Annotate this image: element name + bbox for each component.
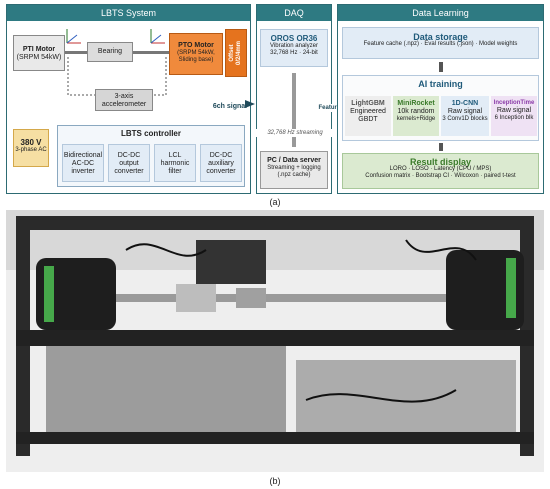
controller-box: LBTS controller Bidirectional AC-DC inve… <box>57 125 245 187</box>
conv1-line-a: Bidirectional <box>63 152 103 159</box>
test-bench-illustration <box>6 210 544 472</box>
result-box: Result display LORO · LOSO · Latency (CP… <box>342 153 539 189</box>
offset-text-2: 0/2/4mm <box>236 40 243 66</box>
m3-title: 1D-CNN <box>451 100 479 107</box>
conv3-line-b: harmonic <box>160 160 190 167</box>
signal-label: 6ch signal <box>212 103 248 110</box>
result-title: Result display <box>409 157 472 167</box>
test-bench-photo <box>6 210 544 472</box>
pc-box: PC / Data server Streaming + logging (.n… <box>260 151 328 189</box>
pto-motor-box: PTO Motor (SRPM 54kW, Sliding base) <box>169 33 223 75</box>
pto-motor-title: PTO Motor <box>178 42 214 49</box>
m3-line-a: Raw signal <box>447 108 483 115</box>
accel-line-2: accelerometer <box>101 101 147 108</box>
learning-panel: Data Learning Data storage Feature cache… <box>337 4 544 194</box>
learning-header: Data Learning <box>338 5 543 21</box>
daq-header: DAQ <box>257 5 331 21</box>
pti-motor-sub: (SRPM 54kW) <box>16 54 62 61</box>
conv3-line-c: filter <box>168 168 182 175</box>
pc-line-2: (.npz cache) <box>277 172 311 178</box>
sensor-axes-icon-2 <box>150 29 165 44</box>
conv3-line-a: LCL <box>168 152 182 159</box>
offset-box <box>225 29 247 77</box>
accel-line-1: 3-axis <box>114 93 134 100</box>
conv1-line-c: inverter <box>71 168 95 175</box>
m4-line-b: 6 Inception blk <box>494 115 534 121</box>
pti-motor-box: PTI Motor (SRPM 54kW) <box>13 35 65 71</box>
controller-title: LBTS controller <box>120 129 181 138</box>
result-arrow <box>439 143 443 151</box>
daq-panel: DAQ OROS OR36 Vibration analyzer 32,768 … <box>255 4 335 194</box>
storage-sub: Feature cache (.npz) · Eval results (.js… <box>363 41 518 47</box>
signal-arrow-icon <box>245 100 255 108</box>
converter-1: Bidirectional AC-DC inverter <box>62 144 104 182</box>
m4-title: InceptionTime <box>493 100 535 106</box>
lbts-header: LBTS System <box>7 5 250 21</box>
offset-label: Offset 0/2/4mm <box>225 29 247 77</box>
features-label: Features <box>316 104 346 112</box>
figure-label-b: (b) <box>269 476 281 486</box>
voltage-type: 3-phase AC <box>15 147 47 153</box>
pc-line-1: Streaming + logging <box>267 165 321 171</box>
storage-arrow <box>439 62 443 72</box>
converter-2: DC-DC output converter <box>108 144 150 182</box>
pto-motor-sub2: Sliding base) <box>178 57 214 63</box>
m2-title: MiniRocket <box>397 100 435 107</box>
m4-line-a: Raw signal <box>496 107 532 114</box>
lbts-panel: LBTS System PTI Motor (SRPM 54kW) Bearin… <box>6 4 255 194</box>
storage-box: Data storage Feature cache (.npz) · Eval… <box>342 27 539 59</box>
pti-motor-title: PTI Motor <box>22 46 56 53</box>
voltage-box: 380 V 3-phase AC <box>13 129 49 167</box>
pc-title: PC / Data server <box>267 157 321 164</box>
conv2-line-b: output <box>119 160 139 167</box>
offset-text-1: Offset <box>229 44 236 62</box>
bearing-label: Bearing <box>97 48 123 55</box>
converter-3: LCL harmonic filter <box>154 144 196 182</box>
result-line-2: Confusion matrix · Bootstrap CI · Wilcox… <box>365 173 516 179</box>
conv4-line-c: converter <box>206 168 236 175</box>
stream-label: 32,768 Hz streaming <box>255 129 335 137</box>
conv4-line-a: DC-DC <box>209 152 233 159</box>
oros-box: OROS OR36 Vibration analyzer 32,768 Hz ·… <box>260 29 328 67</box>
m1-line-a: Engineered <box>350 108 386 115</box>
ai-title: AI training <box>418 79 463 89</box>
conv4-line-b: auxiliary <box>208 160 234 167</box>
m3-line-b: 3 Conv1D blocks <box>442 116 488 122</box>
oros-title: OROS OR36 <box>270 34 318 43</box>
conv2-line-c: converter <box>114 168 144 175</box>
bearing-box: Bearing <box>87 42 133 62</box>
model-minirocket: MiniRocket 10k random kernels+Ridge <box>393 96 439 136</box>
result-line-1: LORO · LOSO · Latency (CPU / MPS) <box>389 166 492 172</box>
converter-4: DC-DC auxiliary converter <box>200 144 242 182</box>
oros-line-2: 32,768 Hz · 24-bit <box>270 50 318 56</box>
stream-arrow <box>292 73 296 147</box>
model-inceptiontime: InceptionTime Raw signal 6 Inception blk <box>491 96 537 136</box>
conv1-line-b: AC-DC <box>71 160 95 167</box>
model-1dcnn: 1D-CNN Raw signal 3 Conv1D blocks <box>441 96 489 136</box>
m1-title: LightGBM <box>351 100 385 107</box>
m2-line-a: 10k random <box>397 108 435 115</box>
oros-line-1: Vibration analyzer <box>270 43 318 49</box>
m2-line-b: kernels+Ridge <box>396 116 436 122</box>
conv2-line-a: DC-DC <box>117 152 141 159</box>
storage-title: Data storage <box>413 32 468 42</box>
sensor-axes-icon <box>66 29 81 44</box>
model-lightgbm: LightGBM Engineered GBDT <box>345 96 391 136</box>
ai-box: AI training LightGBM Engineered GBDT Min… <box>342 75 539 141</box>
figure-label-a: (a) <box>269 197 281 207</box>
voltage-value: 380 V <box>20 138 42 147</box>
accelerometer-box: 3-axis accelerometer <box>95 89 153 111</box>
pto-motor-sub1: (SRPM 54kW, <box>177 50 215 56</box>
m1-line-b: GBDT <box>358 116 378 123</box>
